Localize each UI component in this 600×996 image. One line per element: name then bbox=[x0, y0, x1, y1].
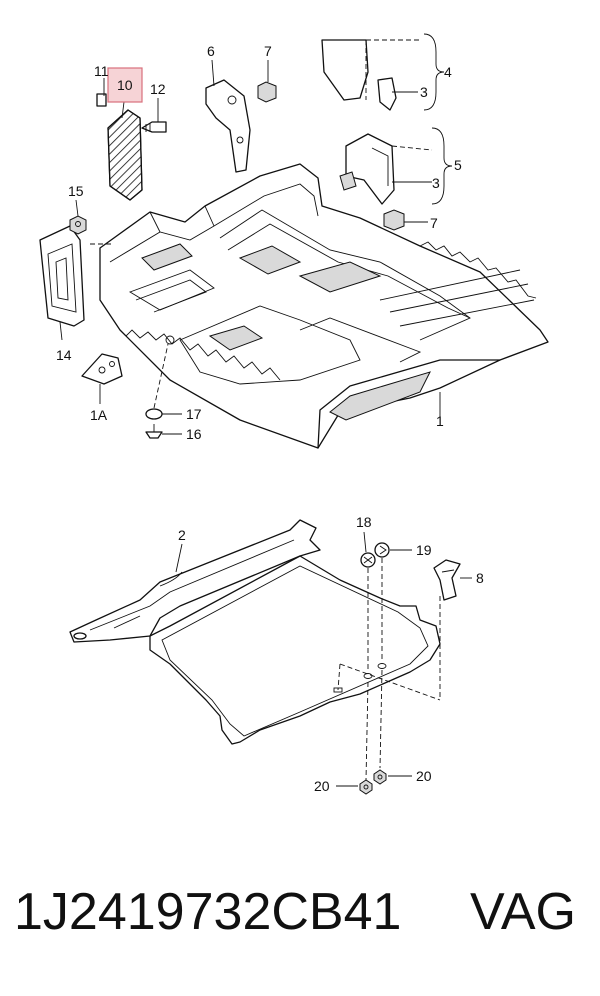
part-20-nut-left bbox=[359, 779, 373, 795]
callout-10-highlight bbox=[107, 67, 143, 103]
part-8-hook bbox=[433, 559, 461, 601]
part-number: 1J2419732CB41 bbox=[14, 883, 402, 941]
callout-20-left: 20 bbox=[314, 778, 330, 794]
callout-14: 14 bbox=[56, 347, 72, 363]
callout-8: 8 bbox=[476, 570, 484, 586]
part-18-disc bbox=[360, 552, 376, 568]
part-20-nut-right bbox=[373, 769, 387, 785]
callout-4: 4 bbox=[444, 64, 452, 80]
part-10-pad bbox=[107, 109, 143, 201]
callout-1a: 1A bbox=[90, 407, 108, 423]
callout-11: 11 bbox=[94, 63, 109, 79]
part-7-nut-upper bbox=[257, 81, 277, 103]
part-4-trim bbox=[321, 39, 420, 111]
leader-lines-lower bbox=[175, 531, 472, 787]
callout-6: 6 bbox=[207, 43, 215, 59]
part-7-nut-lower bbox=[383, 209, 405, 231]
leader-lines-upper bbox=[59, 33, 453, 435]
floor-carpet bbox=[99, 163, 549, 449]
callout-16: 16 bbox=[186, 426, 202, 442]
callout-labels-upper: 11 10 12 6 7 4 3 5 3 7 15 14 1A 17 16 1 bbox=[56, 43, 462, 442]
callout-5: 5 bbox=[454, 157, 462, 173]
callout-19: 19 bbox=[416, 542, 432, 558]
part-11-clip bbox=[96, 93, 107, 107]
callout-17: 17 bbox=[186, 406, 202, 422]
callout-2: 2 bbox=[178, 527, 186, 543]
callout-labels-lower: 2 18 19 8 20 20 bbox=[178, 514, 484, 794]
part-5-bracket bbox=[339, 133, 395, 205]
callout-12: 12 bbox=[150, 81, 166, 97]
callout-3-upper: 3 bbox=[420, 84, 428, 100]
part-16-stud bbox=[145, 424, 163, 439]
part-15-nut bbox=[69, 215, 87, 235]
part-17-grommet bbox=[145, 408, 163, 420]
callout-7-lower: 7 bbox=[430, 215, 438, 231]
callout-3-lower: 3 bbox=[432, 175, 440, 191]
part-14-bracket bbox=[39, 225, 85, 327]
brand-label: VAG bbox=[470, 883, 576, 941]
callout-15: 15 bbox=[68, 183, 84, 199]
part-19-cap bbox=[374, 542, 390, 558]
callout-10: 10 bbox=[117, 77, 133, 93]
callout-20-right: 20 bbox=[416, 768, 432, 784]
part-12-screw bbox=[141, 121, 167, 133]
part-6-bracket bbox=[205, 79, 251, 173]
callout-1: 1 bbox=[436, 413, 444, 429]
callout-7-upper: 7 bbox=[264, 43, 272, 59]
luggage-mat bbox=[69, 519, 441, 745]
parts-diagram: 11 10 12 6 7 4 3 5 3 7 15 14 1A 17 16 1 bbox=[39, 33, 549, 795]
part-1a-bracket bbox=[81, 353, 123, 385]
callout-18: 18 bbox=[356, 514, 372, 530]
